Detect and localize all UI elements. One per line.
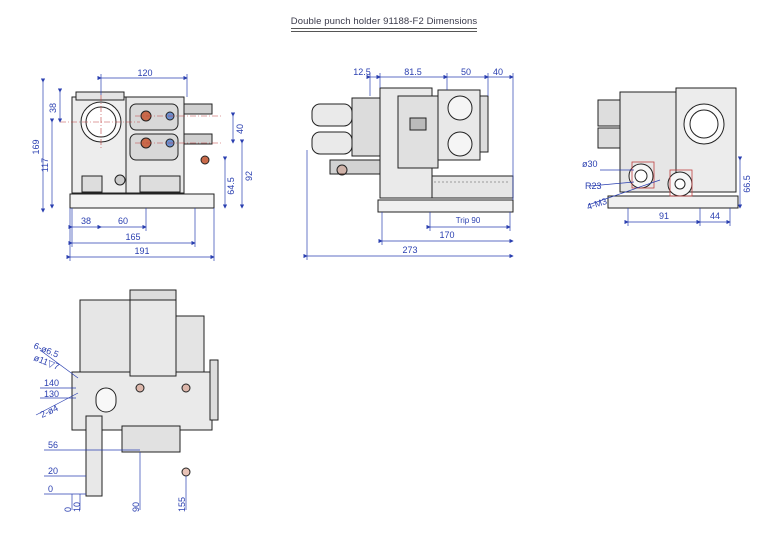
side-dim-170: 170 — [439, 230, 454, 240]
side-dim-12-5: 12.5 — [353, 67, 371, 77]
front-dim-120: 120 — [137, 68, 152, 78]
bottom-dim-holes3: 2-ø4 — [39, 403, 60, 420]
front-view-dimensions — [40, 74, 245, 261]
front-dim-40: 40 — [235, 124, 245, 134]
rear-dim-m3: 4-M3 — [586, 196, 609, 212]
front-dim-60: 60 — [118, 216, 128, 226]
front-dim-92: 92 — [244, 171, 254, 181]
side-dim-273: 273 — [402, 245, 417, 255]
side-dim-50: 50 — [461, 67, 471, 77]
bottom-dim-56: 56 — [48, 440, 58, 450]
rear-dim-91: 91 — [659, 211, 669, 221]
side-dim-81-5: 81.5 — [404, 67, 422, 77]
front-dim-191: 191 — [134, 246, 149, 256]
bottom-dim-x0: 0 — [63, 507, 73, 512]
side-view-dimensions — [303, 73, 514, 260]
bottom-dim-x155: 155 — [177, 497, 187, 512]
bottom-dim-130: 130 — [44, 389, 59, 399]
bottom-dim-x90: 90 — [131, 502, 141, 512]
bottom-dim-x10: 10 — [72, 502, 82, 512]
front-dim-165: 165 — [125, 232, 140, 242]
rear-dim-66-5: 66.5 — [742, 175, 752, 193]
drawing-title: Double punch holder 91188-F2 Dimensions — [0, 16, 768, 32]
rear-view-dimensions — [587, 156, 743, 226]
front-dim-169: 169 — [31, 139, 41, 154]
side-view — [311, 87, 514, 213]
rear-dim-r23: R23 — [585, 181, 602, 191]
bottom-dim-20: 20 — [48, 466, 58, 476]
rear-dim-44: 44 — [710, 211, 720, 221]
rear-view — [597, 87, 739, 209]
front-dim-38b: 38 — [81, 216, 91, 226]
side-dim-trip: Trip 90 — [456, 216, 481, 225]
bottom-dim-140: 140 — [44, 378, 59, 388]
front-dim-117: 117 — [40, 158, 50, 172]
rear-dim-d30: ø30 — [582, 159, 598, 169]
bottom-dim-0: 0 — [48, 484, 53, 494]
bottom-view — [71, 289, 219, 497]
front-view — [60, 91, 222, 209]
bottom-view-dimensions — [35, 349, 187, 510]
side-dim-40: 40 — [493, 67, 503, 77]
front-dim-64-5: 64.5 — [226, 177, 236, 195]
front-dim-38: 38 — [48, 103, 58, 113]
drawing-title-text: Double punch holder 91188-F2 Dimensions — [290, 16, 478, 32]
